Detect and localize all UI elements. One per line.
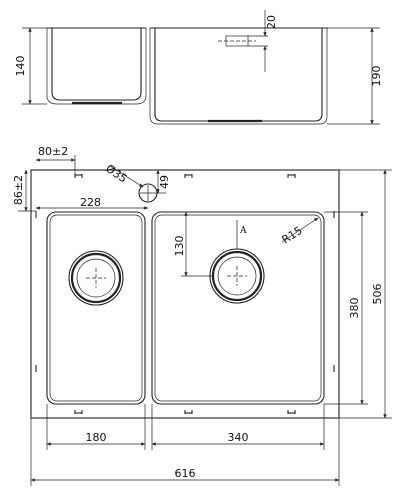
large-bowl-length-label: 380 xyxy=(348,298,361,319)
small-bowl-drain xyxy=(68,250,124,306)
large-bowl-drain xyxy=(209,248,265,304)
section-marker: A xyxy=(239,226,247,236)
large-bowl-depth-label: 190 xyxy=(370,66,383,87)
drain-offset-label: 80±2 xyxy=(38,145,68,158)
sink-outline xyxy=(30,169,340,419)
small-bowl-depth-label: 140 xyxy=(14,56,27,77)
small-bowl xyxy=(46,211,146,405)
large-bowl-width-label: 340 xyxy=(228,431,249,444)
drain-position-label: 130 xyxy=(173,236,186,257)
total-length-label: 506 xyxy=(371,284,384,305)
plan-view: 80±2 86±2 Ø35 49 228 130 A R15 380 xyxy=(12,145,392,486)
tap-hole-diameter-label: Ø35 xyxy=(103,162,129,186)
corner-radius-label: R15 xyxy=(280,224,305,247)
tap-hole-position-label: 228 xyxy=(80,196,101,209)
side-view: 20 140 190 xyxy=(14,10,383,125)
small-bowl-profile xyxy=(51,28,142,101)
large-bowl xyxy=(151,211,325,405)
total-width-label: 616 xyxy=(175,467,196,480)
small-bowl-width-label: 180 xyxy=(86,431,107,444)
overflow-offset-label: 20 xyxy=(265,15,278,29)
large-bowl-profile xyxy=(154,28,323,122)
edge-offset-label: 86±2 xyxy=(12,175,25,205)
tap-hole-offset-label: 49 xyxy=(158,175,171,189)
